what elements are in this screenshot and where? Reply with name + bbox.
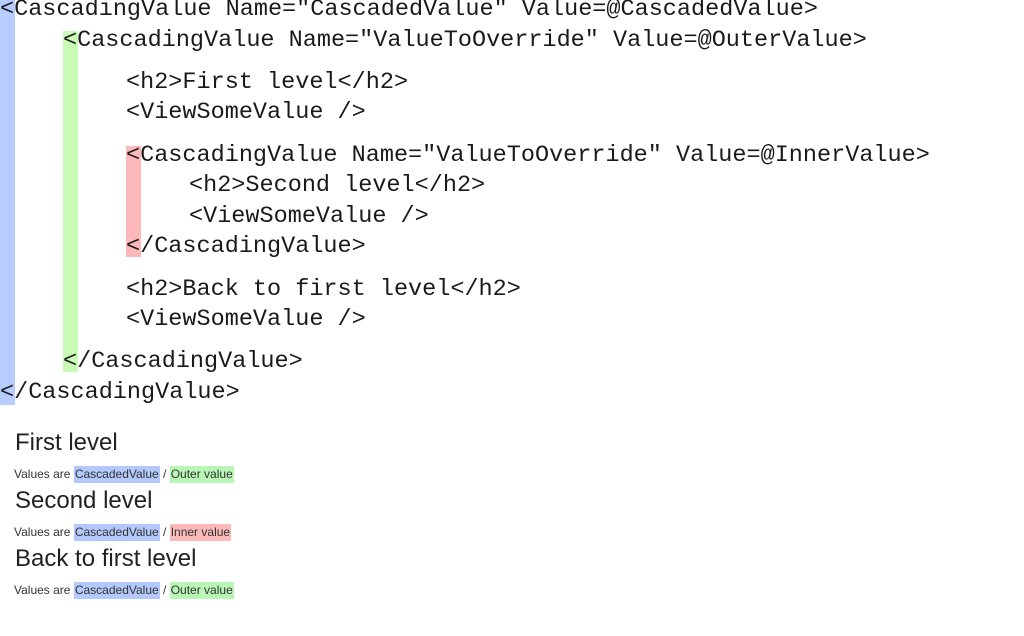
cascaded-value-chip: CascadedValue: [73, 524, 160, 541]
outer-value-chip: Outer value: [169, 466, 234, 483]
code-block: <CascadingValue Name="CascadedValue" Val…: [0, 0, 930, 406]
inner-value-chip: Inner value: [169, 524, 232, 541]
cascaded-value-chip: CascadedValue: [73, 582, 160, 599]
code-line-10: <ViewSomeValue />: [126, 306, 366, 333]
values-separator: /: [163, 525, 167, 539]
values-prefix: Values are: [14, 467, 71, 481]
back-to-first-level-values: Values are CascadedValue / Outer value: [14, 582, 234, 599]
second-level-values: Values are CascadedValue / Inner value: [14, 524, 232, 541]
first-level-values: Values are CascadedValue / Outer value: [14, 466, 234, 483]
code-line-7: <ViewSomeValue />: [189, 203, 429, 230]
override-cascade-bar: [63, 31, 78, 372]
cascaded-value-chip: CascadedValue: [73, 466, 160, 483]
code-line-12: </CascadingValue>: [0, 379, 240, 406]
outer-cascade-bar: [0, 0, 15, 405]
code-line-11: </CascadingValue>: [63, 348, 303, 375]
values-prefix: Values are: [14, 525, 71, 539]
code-line-9: <h2>Back to first level</h2>: [126, 276, 521, 303]
first-level-heading: First level: [15, 429, 118, 456]
code-line-6: <h2>Second level</h2>: [189, 172, 486, 199]
values-separator: /: [163, 583, 167, 597]
values-prefix: Values are: [14, 583, 71, 597]
back-to-first-level-heading: Back to first level: [15, 545, 197, 572]
code-line-5: <CascadingValue Name="ValueToOverride" V…: [126, 142, 930, 169]
code-line-8: </CascadingValue>: [126, 233, 366, 260]
second-level-heading: Second level: [15, 487, 153, 514]
inner-cascade-bar: [126, 146, 141, 257]
code-line-4: <ViewSomeValue />: [126, 99, 366, 126]
outer-value-chip: Outer value: [169, 582, 234, 599]
values-separator: /: [163, 467, 167, 481]
code-line-2: <CascadingValue Name="ValueToOverride" V…: [63, 27, 867, 54]
code-line-1: <CascadingValue Name="CascadedValue" Val…: [0, 0, 818, 23]
code-line-3: <h2>First level</h2>: [126, 69, 409, 96]
